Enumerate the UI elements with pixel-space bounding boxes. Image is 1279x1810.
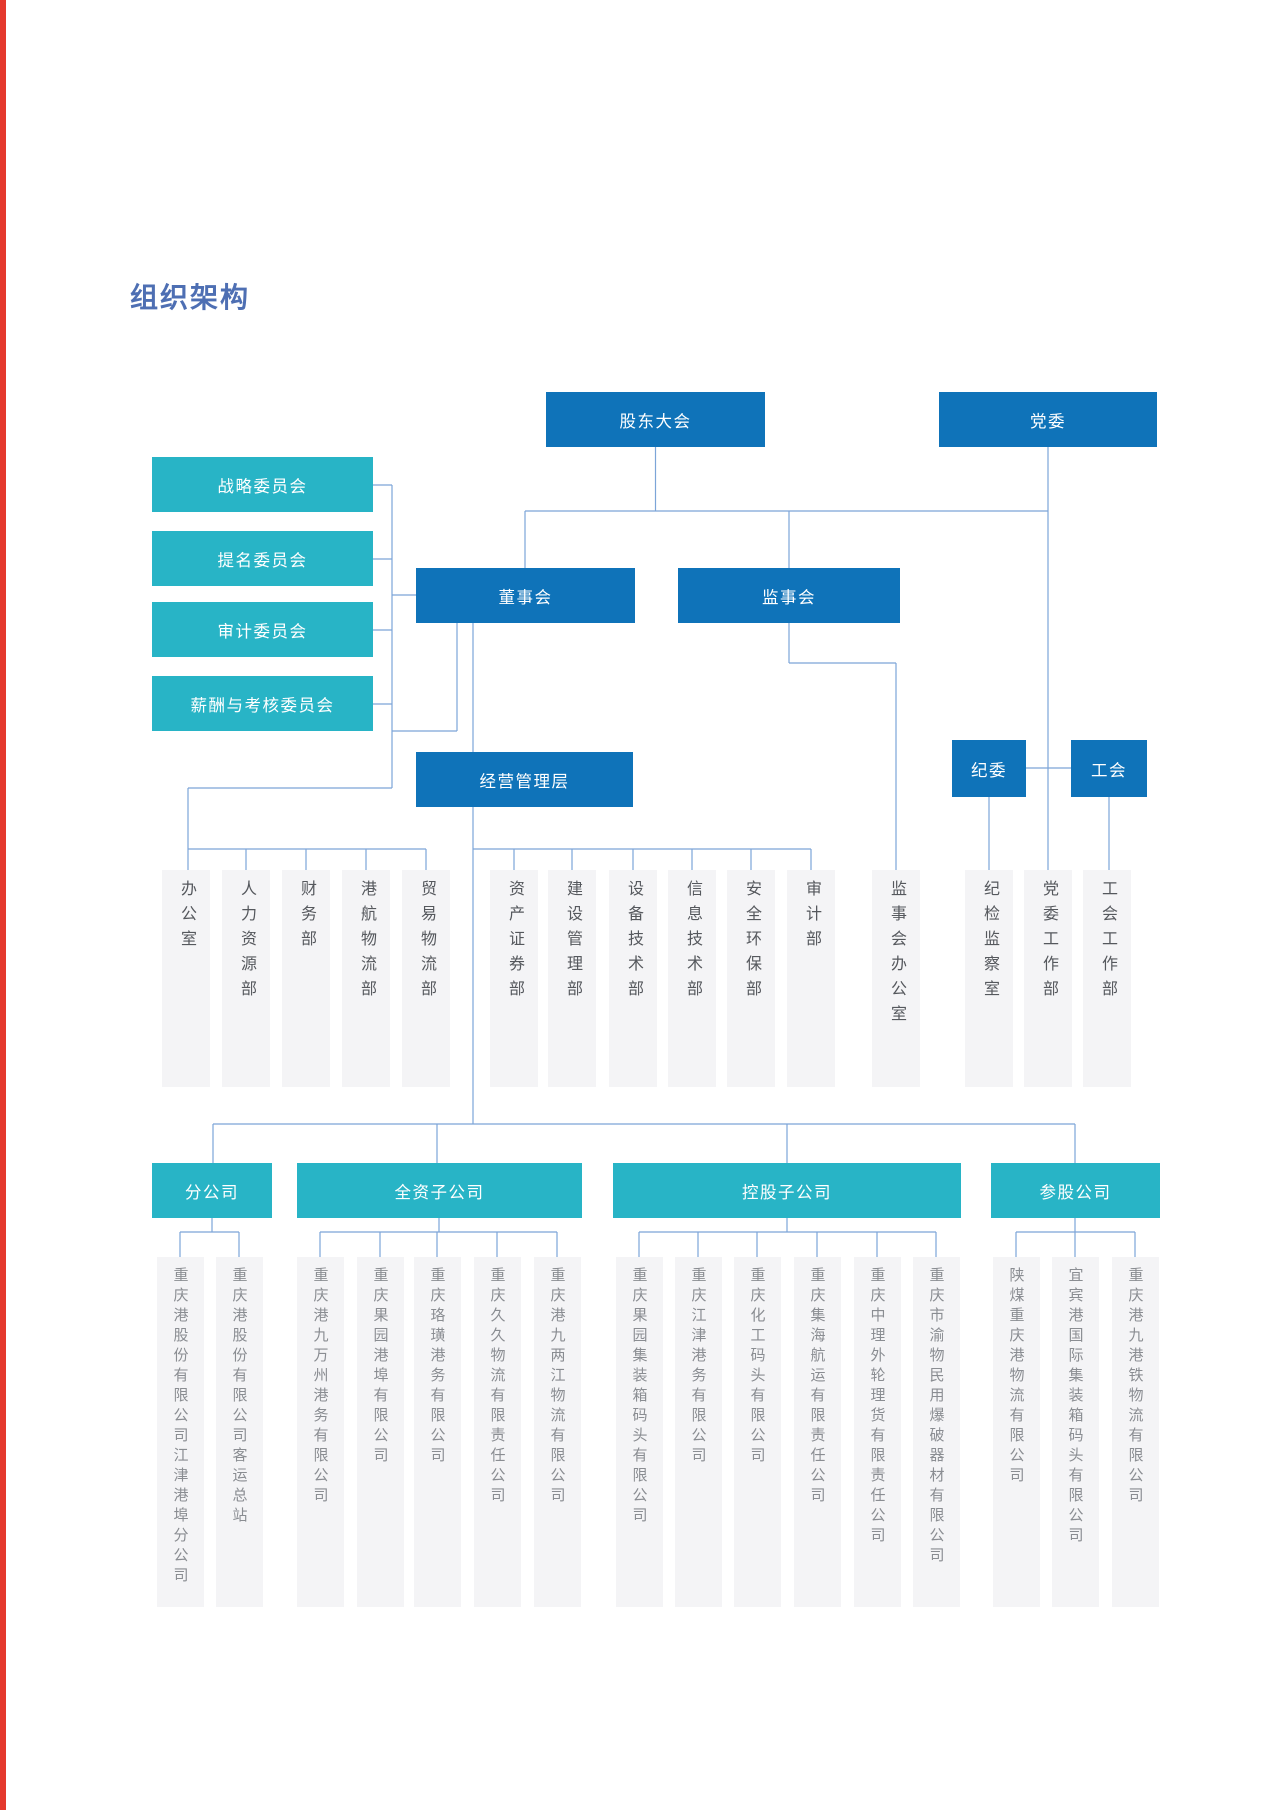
department-strip: 安全环保部 [727,870,775,1087]
company-label: 重庆港股份有限公司客运总站 [230,1267,248,1527]
department-label: 纪检监察室 [981,880,998,1005]
company-label: 重庆江津港务有限公司 [689,1267,707,1467]
company-label: 重庆果园港埠有限公司 [371,1267,389,1467]
board-of-directors-box: 董事会 [416,568,635,623]
company-strip: 重庆果园港埠有限公司 [356,1257,404,1607]
company-label: 重庆果园集装箱码头有限公司 [630,1267,648,1527]
nomination-committee-box: 提名委员会 [152,531,373,586]
branch-companies-header: 分公司 [152,1163,272,1218]
department-strip: 监事会办公室 [872,870,920,1087]
department-strip: 资产证券部 [490,870,538,1087]
department-label: 财务部 [298,880,315,955]
department-strip: 纪检监察室 [965,870,1013,1087]
department-strip: 信息技术部 [668,870,716,1087]
department-strip: 贸易物流部 [402,870,450,1087]
company-label: 陕煤重庆港物流有限公司 [1007,1267,1025,1487]
department-label: 人力资源部 [238,880,255,1005]
company-strip: 重庆港股份有限公司江津港埠分公司 [156,1257,204,1607]
company-label: 重庆集海航运有限责任公司 [808,1267,826,1507]
company-strip: 重庆果园集装箱码头有限公司 [615,1257,663,1607]
department-label: 贸易物流部 [418,880,435,1005]
department-strip: 港航物流部 [342,870,390,1087]
company-strip: 陕煤重庆港物流有限公司 [992,1257,1040,1607]
department-label: 信息技术部 [684,880,701,1005]
strategy-committee-box: 战略委员会 [152,457,373,512]
company-strip: 重庆久久物流有限责任公司 [473,1257,521,1607]
audit-committee-box: 审计委员会 [152,602,373,657]
department-label: 安全环保部 [743,880,760,1005]
remuneration-committee-box: 薪酬与考核委员会 [152,676,373,731]
company-label: 重庆港九万州港务有限公司 [311,1267,329,1507]
company-strip: 重庆市渝物民用爆破器材有限公司 [912,1257,960,1607]
company-strip: 重庆港股份有限公司客运总站 [215,1257,263,1607]
company-label: 重庆港九两江物流有限公司 [548,1267,566,1507]
company-strip: 宜宾港国际集装箱码头有限公司 [1051,1257,1099,1607]
department-strip: 财务部 [282,870,330,1087]
wholly-owned-subsidiaries-header: 全资子公司 [297,1163,582,1218]
company-strip: 重庆珞璜港务有限公司 [413,1257,461,1607]
company-strip: 重庆港九万州港务有限公司 [296,1257,344,1607]
company-label: 重庆港九港铁物流有限公司 [1126,1267,1144,1507]
department-strip: 党委工作部 [1024,870,1072,1087]
department-strip: 人力资源部 [222,870,270,1087]
department-strip: 工会工作部 [1083,870,1131,1087]
department-label: 审计部 [803,880,820,955]
department-label: 办公室 [178,880,195,955]
department-strip: 设备技术部 [609,870,657,1087]
company-label: 重庆久久物流有限责任公司 [488,1267,506,1507]
department-label: 工会工作部 [1099,880,1116,1005]
department-label: 资产证券部 [506,880,523,1005]
company-label: 重庆中理外轮理货有限责任公司 [868,1267,886,1547]
department-label: 建设管理部 [564,880,581,1005]
department-strip: 建设管理部 [548,870,596,1087]
party-committee-box: 党委 [939,392,1157,447]
company-label: 重庆市渝物民用爆破器材有限公司 [927,1267,945,1567]
labor-union-box: 工会 [1071,740,1147,797]
left-edge-red-artifact [0,0,6,1810]
company-label: 宜宾港国际集装箱码头有限公司 [1066,1267,1084,1547]
department-label: 党委工作部 [1040,880,1057,1005]
company-label: 重庆珞璜港务有限公司 [428,1267,446,1467]
department-label: 监事会办公室 [888,880,905,1030]
company-label: 重庆港股份有限公司江津港埠分公司 [171,1267,189,1587]
company-strip: 重庆港九两江物流有限公司 [533,1257,581,1607]
discipline-committee-box: 纪委 [952,740,1026,797]
company-strip: 重庆化工码头有限公司 [733,1257,781,1607]
holding-subsidiaries-header: 控股子公司 [613,1163,961,1218]
board-of-supervisors-box: 监事会 [678,568,900,623]
department-strip: 办公室 [162,870,210,1087]
company-strip: 重庆江津港务有限公司 [674,1257,722,1607]
management-level-box: 经营管理层 [416,752,633,807]
department-label: 港航物流部 [358,880,375,1005]
shareholders-meeting-box: 股东大会 [546,392,765,447]
page-title: 组织架构 [130,282,251,313]
company-label: 重庆化工码头有限公司 [748,1267,766,1467]
company-strip: 重庆中理外轮理货有限责任公司 [853,1257,901,1607]
department-label: 设备技术部 [625,880,642,1005]
department-strip: 审计部 [787,870,835,1087]
company-strip: 重庆港九港铁物流有限公司 [1111,1257,1159,1607]
company-strip: 重庆集海航运有限责任公司 [793,1257,841,1607]
equity-participation-companies-header: 参股公司 [991,1163,1160,1218]
